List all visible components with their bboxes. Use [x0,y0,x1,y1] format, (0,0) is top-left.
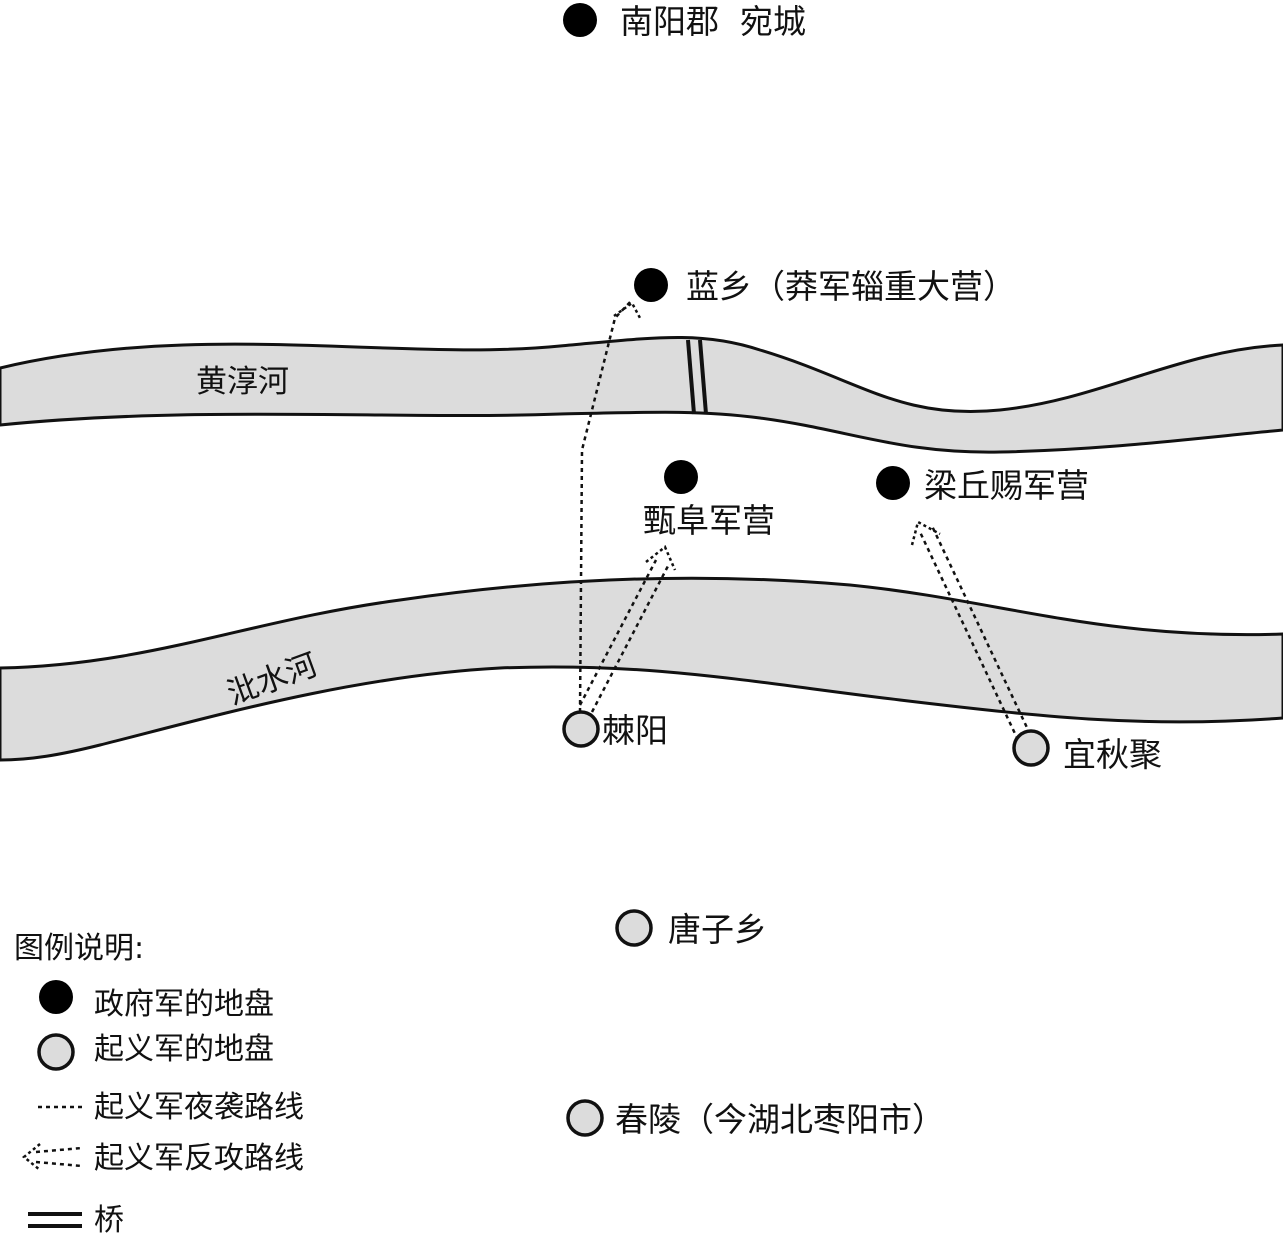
yiqiuju-marker [1012,729,1050,767]
liangqiu-marker [876,466,910,500]
counterattack-route-liangqiu [910,520,1032,741]
huangchun-river-label: 黄淳河 [196,364,289,400]
zhenfu-label: 甄阜军营 [643,501,775,540]
jiyang-marker [562,710,600,748]
legend-bridge-icon [28,1212,82,1228]
huangchun-river [0,335,1283,454]
legend: 图例说明: 政府军的地盘 起义军的地盘 起义军夜袭路线 起义军反攻路线 桥 [14,931,304,1235]
counterattack-route-zhenfu [578,545,677,713]
tangzixiang-label: 唐子乡 [668,910,767,949]
lanxiang-label: 蓝乡（莽军辎重大营） [686,267,1016,306]
jiyang-label: 棘阳 [602,711,668,750]
legend-counterattack-icon [22,1143,83,1171]
yiqiuju-label: 宜秋聚 [1063,735,1162,774]
legend-rebel-icon [37,1033,75,1071]
legend-government-label: 政府军的地盘 [94,987,274,1022]
chunling-marker [566,1099,604,1137]
liangqiu-label: 梁丘赐军营 [924,466,1089,505]
bridge-icon [686,339,708,415]
chunling-label: 春陵（今湖北枣阳市） [615,1100,945,1139]
night-raid-route-lanxiang [578,299,633,713]
zhenfu-marker [664,460,698,494]
legend-bridge-label: 桥 [94,1203,124,1235]
nanyang-label: 南阳郡 宛城 [620,2,806,41]
night-raid-arrowhead-lanxiang [613,301,642,319]
legend-counterattack-label: 起义军反攻路线 [94,1141,304,1176]
legend-government-icon [39,980,73,1014]
lanxiang-marker [634,268,668,302]
legend-rebel-label: 起义军的地盘 [94,1032,274,1067]
legend-title: 图例说明: [14,931,144,966]
tangzixiang-marker [615,909,653,947]
nanyang-marker [563,3,597,37]
legend-night-raid-label: 起义军夜袭路线 [94,1090,304,1125]
